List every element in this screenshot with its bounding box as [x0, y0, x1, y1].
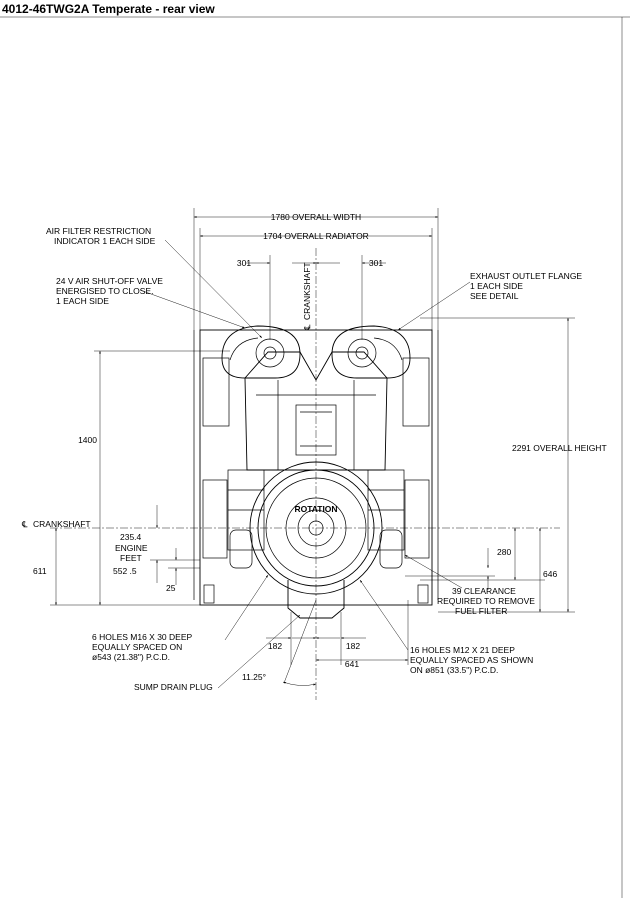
dimension-overall-radiator [199, 228, 433, 330]
dim-280-label: 280 [497, 547, 511, 557]
offset-right-label: 301 [369, 258, 383, 268]
dimension-611-552 [50, 528, 200, 606]
clearance-line-1: 39 CLEARANCE [452, 586, 516, 596]
dimension-280-646 [405, 528, 545, 612]
holes6-line-2: EQUALLY SPACED ON [92, 642, 182, 652]
dim-25-label: 25 [166, 583, 176, 593]
air-filter-line-2: INDICATOR 1 EACH SIDE [54, 236, 156, 246]
shutoff-line-3: 1 EACH SIDE [56, 296, 109, 306]
holes6-line-1: 6 HOLES M16 X 30 DEEP [92, 632, 192, 642]
exhaust-line-3: SEE DETAIL [470, 291, 519, 301]
dim-235-label: 235.4 [120, 532, 142, 542]
sheet-frame [0, 16, 630, 898]
dimension-overall-height [420, 317, 575, 613]
dimension-235-25 [150, 505, 200, 585]
exhaust-line-2: 1 EACH SIDE [470, 281, 523, 291]
dimension-1400 [94, 350, 230, 605]
crankshaft-symbol: ℄ [21, 519, 28, 529]
height-1400-label: 1400 [78, 435, 97, 445]
crankshaft-symbol-vertical: ℄ [302, 324, 312, 331]
annotation-texts: CRANKSHAFT ℄ ℄ CRANKSHAFT ROTATION AIR F… [21, 226, 582, 692]
clearance-line-2: REQUIRED TO REMOVE [437, 596, 535, 606]
overall-width-label: 1780 OVERALL WIDTH [271, 212, 361, 222]
crankshaft-horizontal-label: CRANKSHAFT [33, 519, 91, 529]
offset-left-label: 301 [237, 258, 251, 268]
centre-lines [50, 248, 560, 700]
shutoff-line-1: 24 V AIR SHUT-OFF VALVE [56, 276, 163, 286]
angle-label: 11.25° [242, 672, 266, 682]
holes16-line-2: EQUALLY SPACED AS SHOWN [410, 655, 533, 665]
holes6-line-3: ø543 (21.38") P.C.D. [92, 652, 170, 662]
dim-646-label: 646 [543, 569, 557, 579]
leader-lines [139, 239, 471, 689]
sump-drain-label: SUMP DRAIN PLUG [134, 682, 213, 692]
dimension-301-offsets [246, 255, 386, 340]
shutoff-line-2: ENERGISED TO CLOSE. [56, 286, 153, 296]
crankshaft-vertical-label: CRANKSHAFT [302, 262, 312, 320]
holes16-line-1: 16 HOLES M12 X 21 DEEP [410, 645, 515, 655]
dimension-182-641 [266, 600, 409, 665]
dimension-angle [282, 599, 317, 686]
dimension-texts: 1780 OVERALL WIDTH 1704 OVERALL RADIATOR… [33, 212, 607, 682]
overall-height-label: 2291 OVERALL HEIGHT [512, 443, 607, 453]
dim-182-right-label: 182 [346, 641, 360, 651]
overall-radiator-label: 1704 OVERALL RADIATOR [263, 231, 369, 241]
rotation-label: ROTATION [294, 504, 337, 514]
dim-182-left-label: 182 [268, 641, 282, 651]
page-title: 4012-46TWG2A Temperate - rear view [2, 2, 215, 16]
dim-641-label: 641 [345, 659, 359, 669]
engine-feet-label-1: ENGINE [115, 543, 148, 553]
dim-611-label: 611 [33, 566, 47, 576]
engine-feet-label-2: FEET [120, 553, 142, 563]
dim-552-label: 552 .5 [113, 566, 137, 576]
air-filter-line-1: AIR FILTER RESTRICTION [46, 226, 151, 236]
exhaust-line-1: EXHAUST OUTLET FLANGE [470, 271, 582, 281]
clearance-line-3: FUEL FILTER [455, 606, 507, 616]
holes16-line-3: ON ø851 (33.5") P.C.D. [410, 665, 498, 675]
